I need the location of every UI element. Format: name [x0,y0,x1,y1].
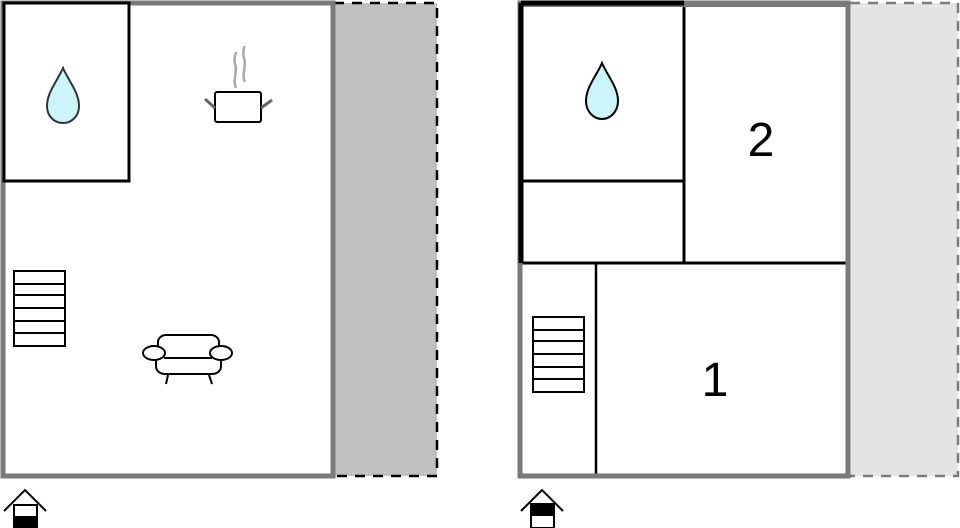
stairs-icon [532,316,585,393]
terrace-area [334,3,437,476]
water-drop-icon [45,65,81,125]
sofa-icon [142,334,233,385]
cooking-pot-icon [203,45,273,123]
balcony-area [850,3,958,476]
upper-floor: 2 1 [517,0,960,528]
room-number-1: 1 [702,354,729,407]
upper-floor-indicator-icon [520,488,564,528]
ground-floor [0,0,439,528]
room-number-2: 2 [748,114,775,167]
upper-storage [518,179,686,265]
ground-floor-indicator-icon [3,488,47,528]
balcony-dashed-border [850,1,960,478]
water-drop-icon [584,60,620,121]
stairs-icon [13,270,66,347]
